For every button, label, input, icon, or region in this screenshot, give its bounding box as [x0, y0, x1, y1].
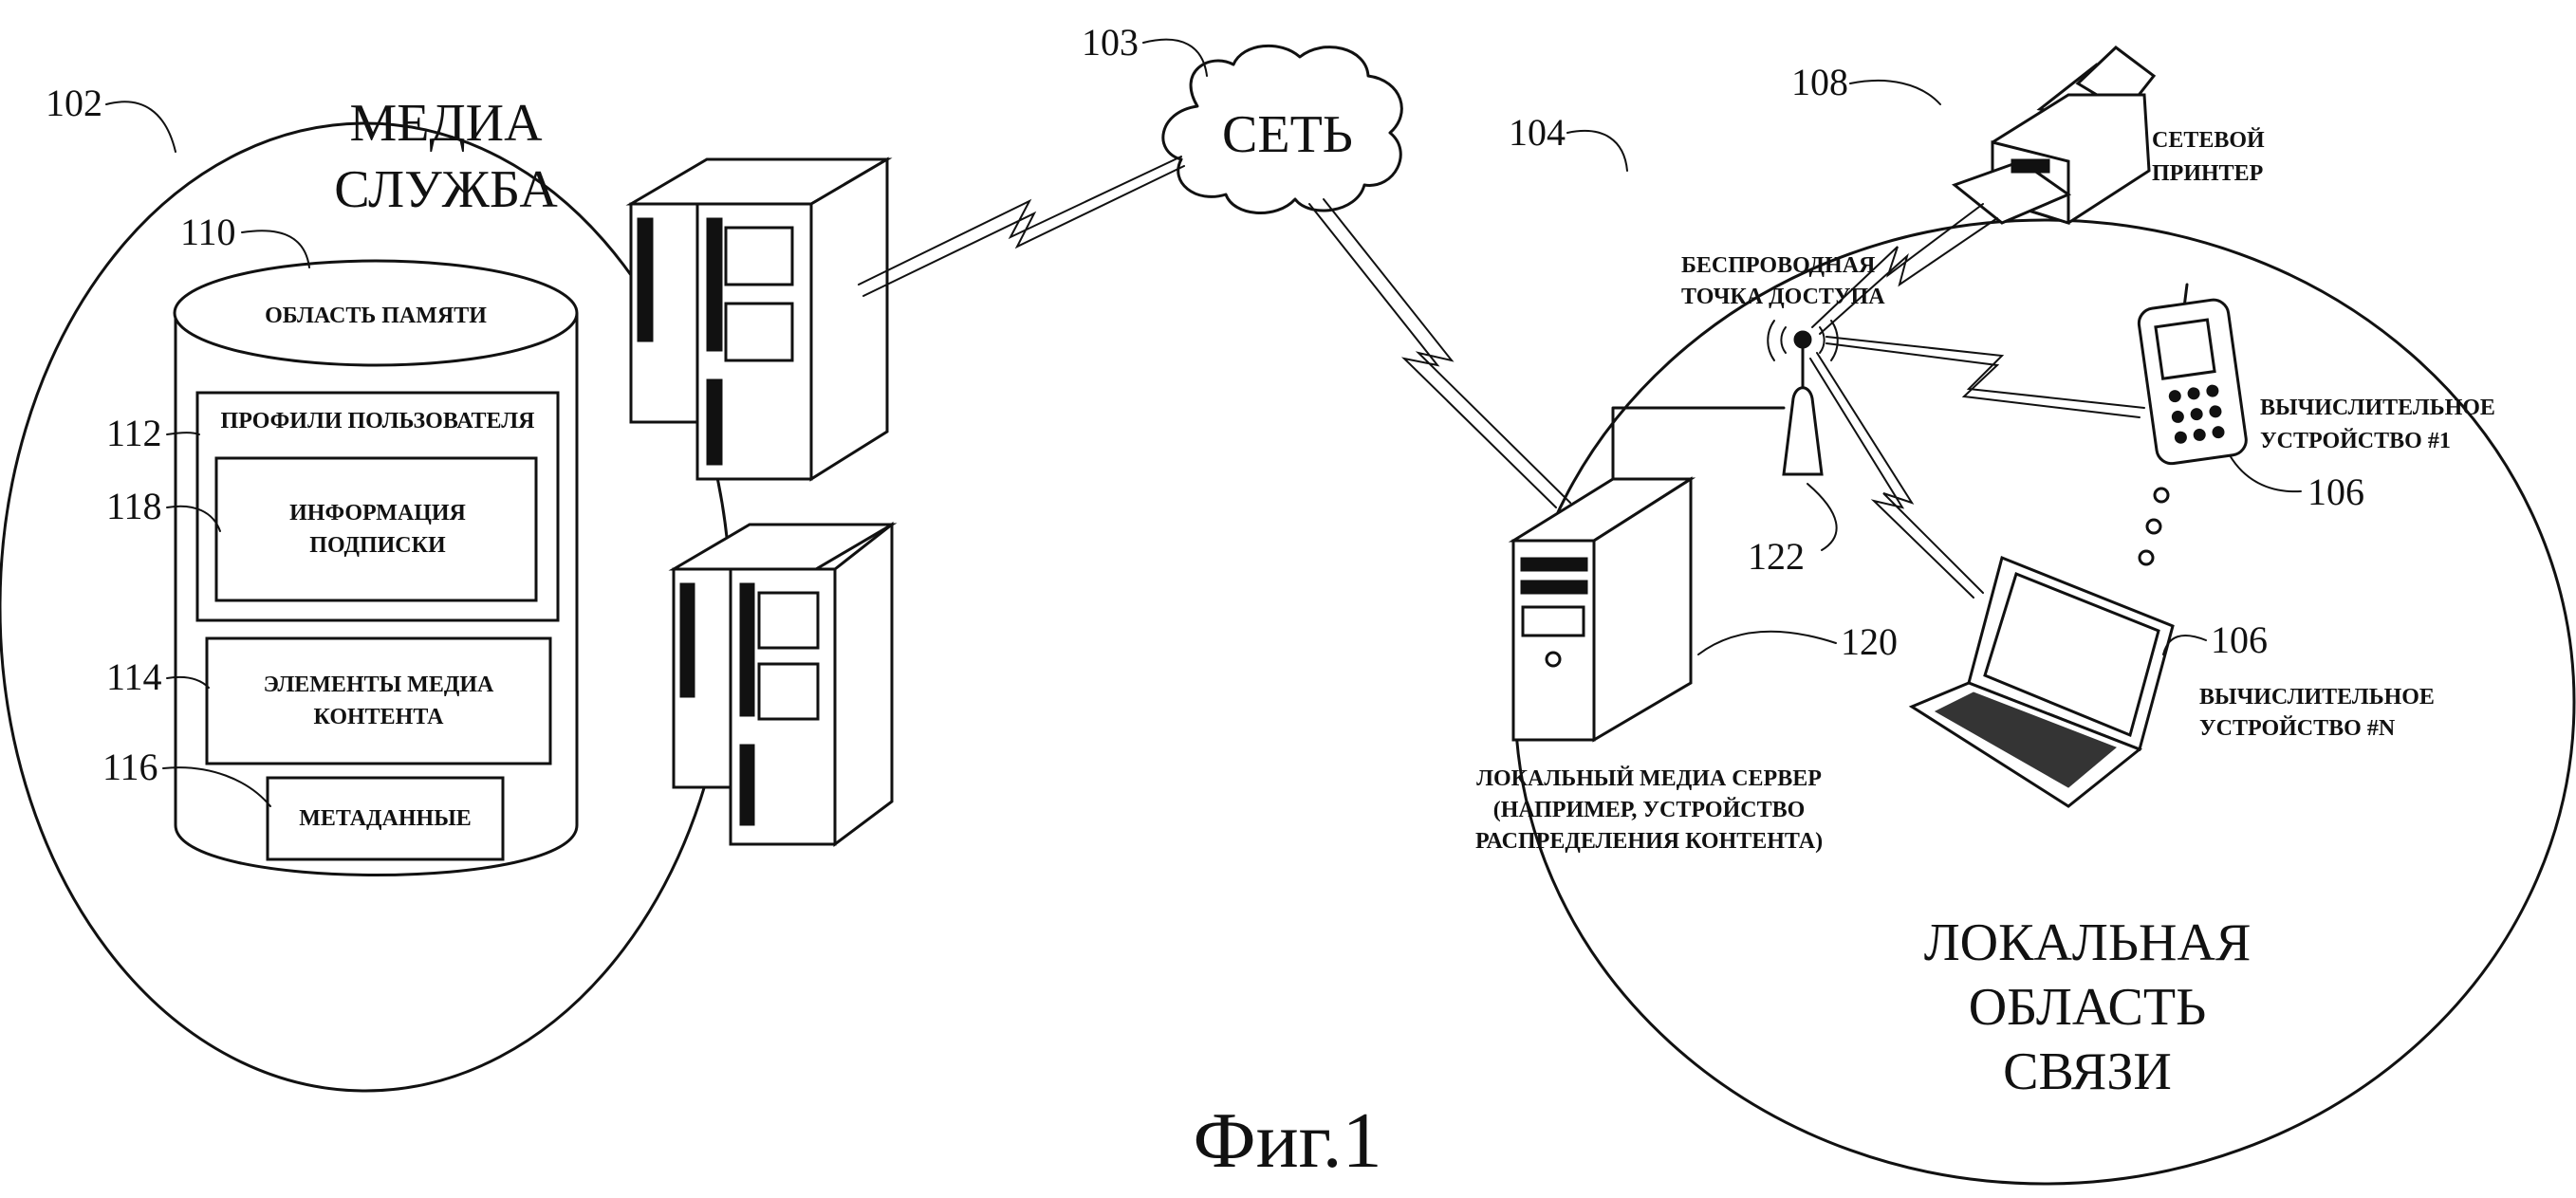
leader-112: [166, 432, 200, 435]
ref-108: 108: [1791, 61, 1848, 103]
server-tower-icon: [668, 521, 898, 847]
printer-label-line1: СЕТЕВОЙ: [2152, 128, 2265, 153]
media-content-line1: ЭЛЕМЕНТЫ МЕДИА: [264, 673, 494, 697]
leader-120: [1697, 630, 1837, 655]
leader-106-devicen: [2162, 635, 2207, 655]
ref-104: 104: [1509, 111, 1566, 154]
leader-104: [1566, 130, 1628, 172]
subscription-info-line2: ПОДПИСКИ: [309, 533, 446, 558]
ellipsis-dot: [2145, 518, 2162, 535]
link-ap-device1: [1825, 336, 2145, 418]
user-profiles-label: ПРОФИЛИ ПОЛЬЗОВАТЕЛЯ: [221, 409, 535, 433]
printer-icon: [1951, 46, 2157, 226]
media-service-group: МЕДИА СЛУЖБА 102 ОБЛАСТЬ ПАМЯТИ 110 ПРОФ…: [0, 82, 898, 1093]
ref-116: 116: [102, 746, 158, 788]
ref-106-device1: 106: [2307, 470, 2364, 513]
ref-118: 118: [106, 485, 162, 527]
local-area-group: 104 ЛОКАЛЬНАЯ ОБЛАСТЬ СВЯЗИ 108 СЕТЕВОЙ …: [1475, 46, 2576, 1186]
ref-106-devicen: 106: [2211, 618, 2268, 661]
link-ap-printer: [1811, 203, 1998, 335]
ref-120: 120: [1841, 620, 1898, 663]
ellipsis-dot: [2138, 549, 2155, 566]
link-network-local: [1308, 198, 1571, 508]
devicen-label-line1: ВЫЧИСЛИТЕЛЬНОЕ: [2199, 685, 2435, 710]
ref-112: 112: [106, 412, 162, 454]
ref-102: 102: [46, 82, 102, 124]
media-service-title-line1: МЕДИА: [349, 94, 543, 153]
media-content-line2: КОНТЕНТА: [314, 705, 445, 729]
leader-103: [1142, 38, 1208, 77]
leader-106-device1: [2229, 454, 2302, 493]
media-server-label-line1: ЛОКАЛЬНЫЙ МЕДИА СЕРВЕР: [1476, 766, 1822, 791]
wireless-access-point-icon: [1767, 320, 1839, 476]
storage-title: ОБЛАСТЬ ПАМЯТИ: [265, 304, 487, 328]
leader-110: [241, 230, 310, 268]
ref-110: 110: [180, 211, 236, 253]
ref-122: 122: [1748, 535, 1805, 578]
network-label: СЕТЬ: [1222, 105, 1353, 164]
media-server-label-line3: РАСПРЕДЕЛЕНИЯ КОНТЕНТА): [1475, 829, 1823, 854]
device1-label-line1: ВЫЧИСЛИТЕЛЬНОЕ: [2260, 396, 2495, 420]
printer-label-line2: ПРИНТЕР: [2152, 161, 2263, 186]
mobile-phone-icon: [2137, 283, 2248, 466]
ref-103: 103: [1082, 21, 1139, 64]
server-tower-icon: [625, 157, 893, 482]
metadata-label: МЕТАДАННЫЕ: [299, 806, 472, 831]
ellipsis-dot: [2153, 487, 2170, 504]
link-ap-server: [1611, 406, 1786, 486]
laptop-icon: [1908, 555, 2175, 808]
devicen-label-line2: УСТРОЙСТВО #N: [2199, 716, 2396, 741]
ref-114: 114: [106, 655, 162, 698]
leader-118: [166, 505, 221, 532]
local-area-title-line3: СВЯЗИ: [2003, 1042, 2172, 1101]
leader-122: [1807, 483, 1838, 551]
subscription-info-line1: ИНФОРМАЦИЯ: [289, 501, 466, 525]
link-ap-devicen: [1809, 352, 1984, 599]
leader-102: [105, 101, 176, 153]
metadata-box: [266, 776, 505, 861]
figure-caption: Фиг.1: [1193, 1097, 1381, 1185]
link-server-network: [858, 156, 1185, 297]
leader-116: [162, 766, 271, 807]
device1-label-line2: УСТРОЙСТВО #1: [2260, 429, 2451, 453]
access-point-label-line1: БЕСПРОВОДНАЯ: [1681, 253, 1875, 278]
network-group: СЕТЬ 103: [858, 21, 1571, 508]
cloud-icon: [1161, 44, 1403, 214]
media-service-title-line2: СЛУЖБА: [334, 160, 558, 219]
local-area-title-line2: ОБЛАСТЬ: [1969, 978, 2207, 1037]
media-content-box: [205, 636, 552, 765]
subscription-info-box: [214, 456, 538, 602]
local-media-server-icon: [1508, 476, 1696, 743]
leader-108: [1849, 79, 1941, 105]
leader-114: [166, 675, 210, 689]
media-server-label-line2: (НАПРИМЕР, УСТРОЙСТВО: [1493, 798, 1806, 822]
local-area-title-line1: ЛОКАЛЬНАЯ: [1924, 913, 2252, 972]
